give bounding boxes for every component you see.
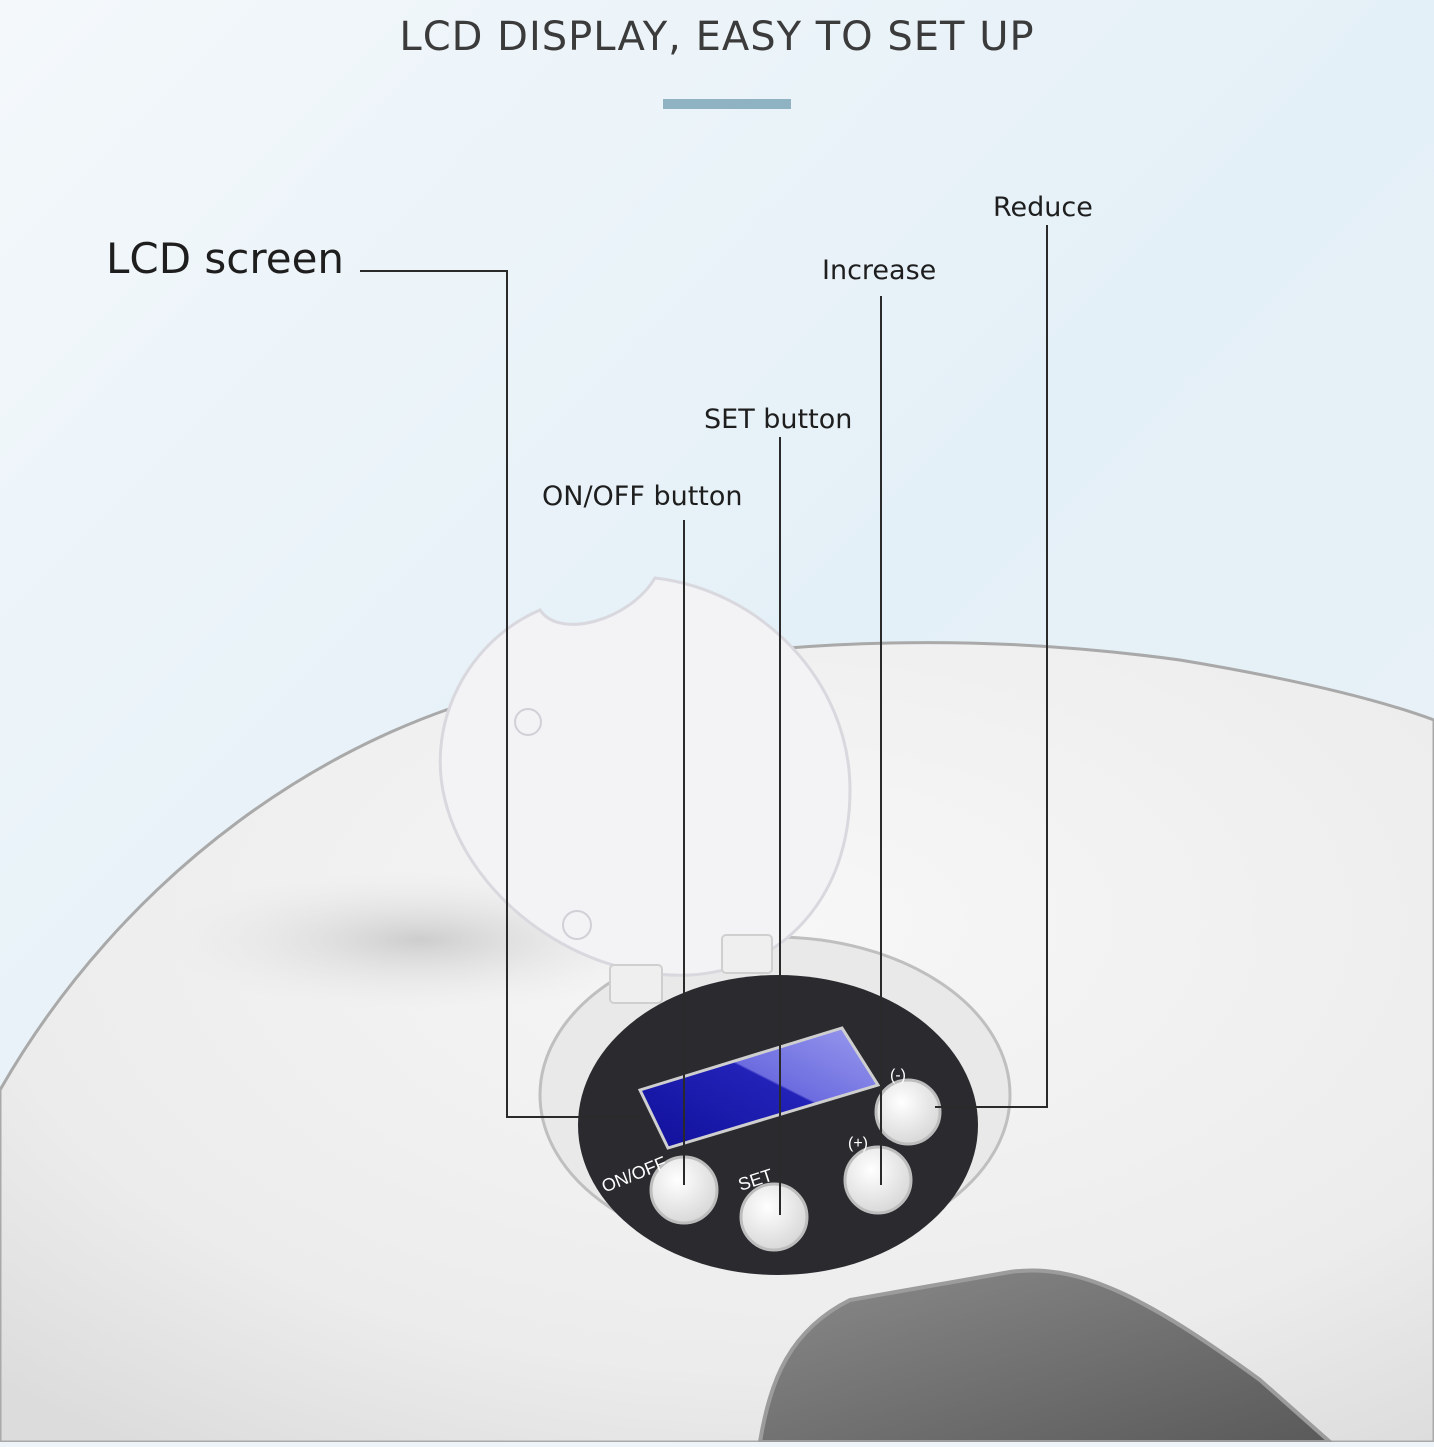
page-heading: LCD DISPLAY, EASY TO SET UP (399, 14, 1035, 60)
lcd-screen-callout: LCD screen (106, 234, 345, 283)
lcd-leader-line (360, 270, 640, 1118)
reduce-callout: Reduce (993, 192, 1093, 223)
reduce-leader-line (935, 225, 1048, 1108)
panel-minus-label: (-) (890, 1067, 906, 1084)
set-button-callout: SET button (704, 404, 853, 435)
reduce-button-graphic (874, 1078, 942, 1146)
increase-button-graphic (843, 1145, 913, 1215)
increase-callout: Increase (822, 255, 937, 286)
onoff-button-callout: ON/OFF button (542, 481, 743, 512)
set-button-graphic (739, 1182, 809, 1252)
heading-underline (663, 99, 791, 109)
panel-plus-label: (+) (848, 1135, 868, 1152)
